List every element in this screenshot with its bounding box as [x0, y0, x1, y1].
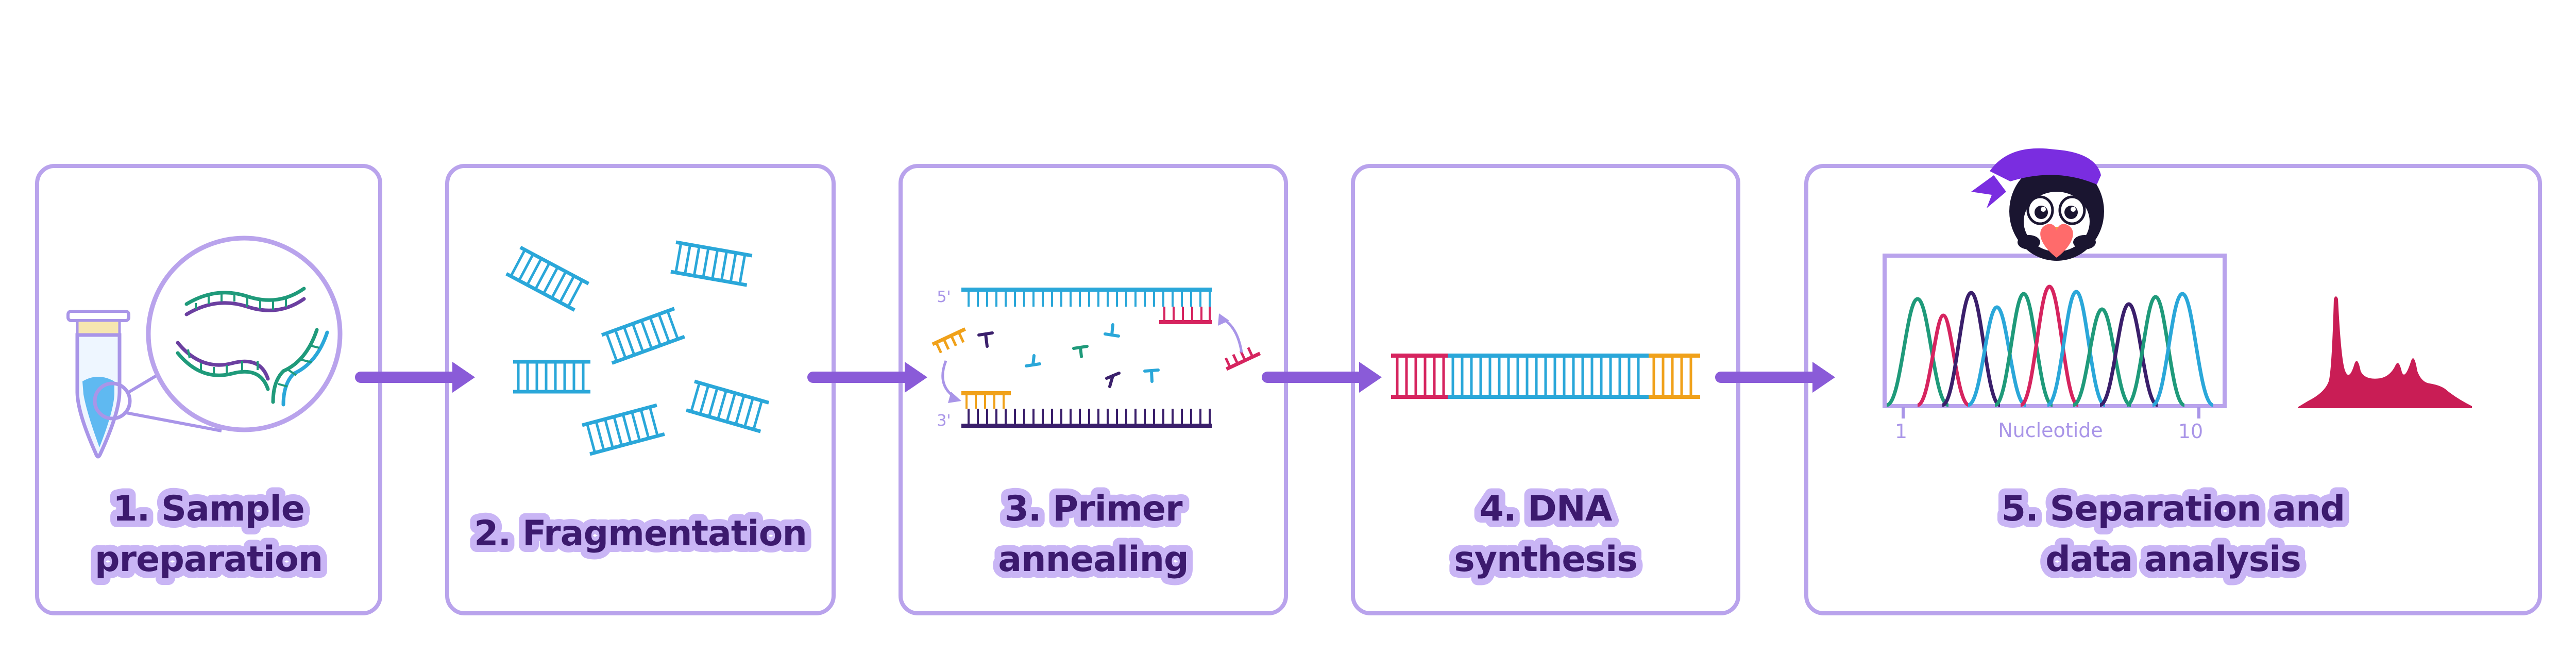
step-3-title-line1: 3. Primer [1004, 489, 1182, 529]
x-tick-start: 1 [1895, 420, 1907, 443]
step-3-title-line2: annealing [998, 539, 1188, 580]
x-axis-label: Nucleotide [1998, 419, 2103, 442]
step-2-title: 2. Fragmentation [474, 513, 807, 554]
step-1-title-line2: preparation [95, 539, 323, 580]
step-5-title-line2: data analysis [2045, 539, 2301, 580]
x-tick-end: 10 [2178, 420, 2203, 443]
step-4-title-line2: synthesis [1454, 539, 1637, 580]
primer-annealing-illustration: 5' 3' [931, 288, 1261, 430]
sample-tube-icon [66, 236, 343, 459]
step-1-title-line1: 1. Sample [113, 489, 304, 529]
step-4-title-line1: 4. DNA [1480, 489, 1613, 529]
penguin-mascot-icon [1971, 148, 2104, 261]
step-5-title-line1: 5. Separation and [2002, 489, 2345, 529]
peak-profile-icon [2298, 296, 2472, 408]
chromatogram-icon: 1 Nucleotide 10 [1883, 254, 2227, 443]
panel-fragmentation [445, 164, 836, 615]
five-prime-label: 5' [937, 288, 951, 306]
synthesized-dna-icon [1391, 354, 1700, 399]
panel-primer-annealing [899, 164, 1288, 615]
three-prime-label: 3' [937, 412, 951, 430]
